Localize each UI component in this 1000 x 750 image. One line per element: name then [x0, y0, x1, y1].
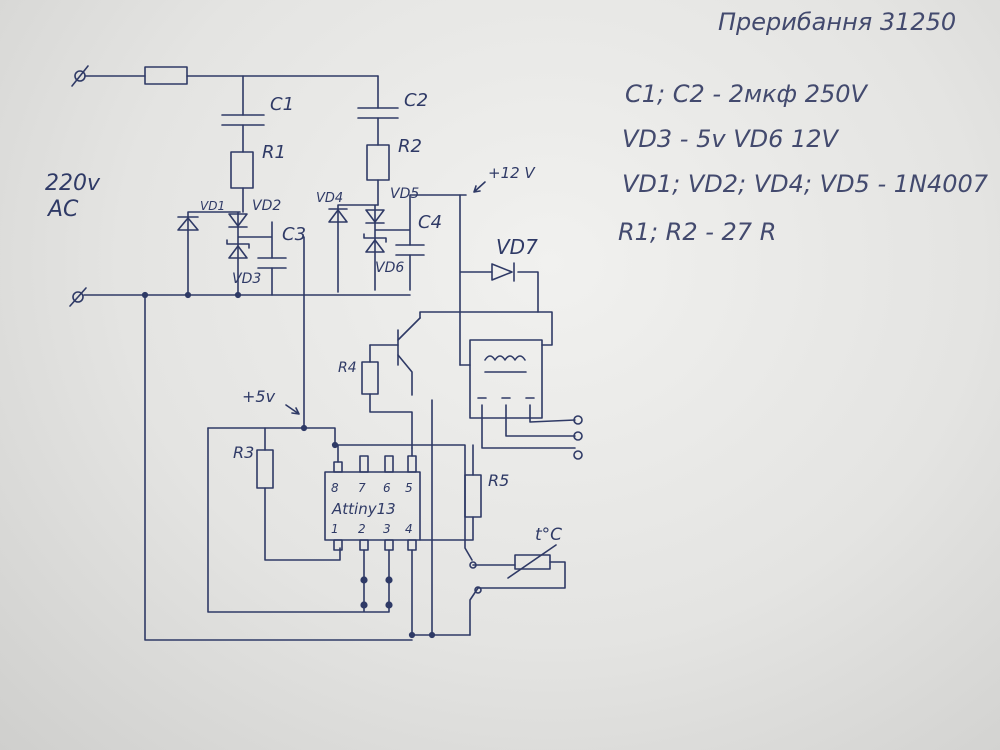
label-vd2: VD2 [252, 198, 281, 214]
relay-coil [484, 355, 527, 373]
label-c2: C2 [404, 90, 428, 111]
wire-5v-rail [207, 236, 473, 561]
diode-vd4 [328, 208, 348, 223]
label-plus12v: +12 V [488, 164, 536, 182]
ic-pin6: 6 [383, 481, 391, 495]
fuse [144, 66, 188, 85]
resistor-r3 [256, 449, 274, 489]
sensor-terminal-2[interactable] [474, 586, 482, 594]
capacitor-c1 [221, 114, 265, 126]
label-plus5v: +5v [242, 387, 276, 406]
ic-pin1: 1 [331, 522, 339, 536]
label-r3: R3 [233, 443, 254, 462]
resistor-r5 [464, 474, 482, 518]
capacitor-c2 [357, 107, 399, 119]
note-resistors: R1; R2 - 27 R [618, 218, 776, 246]
wire-r3 [264, 427, 341, 561]
note-capacitors: C1; C2 - 2мкф 250V [625, 80, 869, 108]
ic-pins [333, 455, 417, 551]
resistor-r1 [230, 151, 254, 189]
supply-voltage-label: 220v [45, 171, 101, 196]
relay-terminal-3[interactable] [573, 450, 583, 460]
label-thermistor: t°C [535, 525, 562, 545]
mains-terminal-bottom [69, 287, 87, 307]
ic-pin4: 4 [405, 522, 413, 536]
zener-vd3 [226, 239, 250, 259]
wire-ground-return [144, 294, 471, 641]
wire-relay [419, 311, 576, 449]
wire-r4 [369, 344, 413, 449]
label-r4: R4 [338, 360, 357, 376]
relay-terminal-1[interactable] [573, 415, 583, 425]
label-vd7: VD7 [496, 235, 538, 259]
label-c1: C1 [270, 94, 294, 115]
label-vd6: VD6 [375, 260, 404, 276]
label-vd3: VD3 [232, 271, 261, 287]
diode-vd1 [177, 216, 199, 231]
wire-ic-pins [207, 399, 433, 636]
wire-12v-bus [459, 194, 539, 366]
wire-thermistor [469, 561, 566, 636]
plus5v-arrow [285, 404, 300, 415]
label-r2: R2 [398, 136, 422, 157]
sensor-terminal-1[interactable] [469, 561, 477, 569]
label-r1: R1 [262, 142, 286, 163]
resistor-r4 [361, 361, 379, 395]
relay-terminal-2[interactable] [573, 431, 583, 441]
transistor [369, 317, 421, 396]
resistor-r2 [366, 144, 390, 181]
note-zeners: VD3 - 5v VD6 12V [622, 125, 840, 153]
diagram-title: Прерибання 31250 [718, 8, 956, 36]
label-vd1: VD1 [200, 199, 225, 213]
label-c3: C3 [282, 224, 306, 245]
diode-vd7 [491, 262, 515, 282]
ic-pin8: 8 [331, 481, 339, 495]
plus12v-arrow [473, 181, 486, 193]
capacitor-c4 [395, 244, 425, 256]
capacitor-c3 [257, 257, 287, 269]
supply-type-label: AC [46, 197, 79, 222]
ic-pin5: 5 [405, 481, 413, 495]
wire-r5 [419, 444, 474, 541]
zener-vd6 [363, 233, 387, 253]
ic-pin2: 2 [358, 522, 366, 536]
diode-vd2 [228, 213, 248, 228]
diode-vd5 [365, 209, 385, 224]
label-r5: R5 [488, 471, 509, 490]
label-vd4: VD4 [316, 191, 343, 206]
wire-vd-cluster-2 [337, 194, 467, 293]
label-vd5: VD5 [390, 186, 419, 202]
ic-label: Attiny13 [331, 500, 396, 518]
note-diodes: VD1; VD2; VD4; VD5 - 1N4007 [622, 170, 989, 198]
ic-attiny13 [324, 471, 421, 541]
label-c4: C4 [418, 212, 442, 233]
wire-vd-cluster-1 [187, 211, 273, 296]
ic-pin7: 7 [358, 481, 366, 495]
ic-pin3: 3 [383, 522, 391, 536]
